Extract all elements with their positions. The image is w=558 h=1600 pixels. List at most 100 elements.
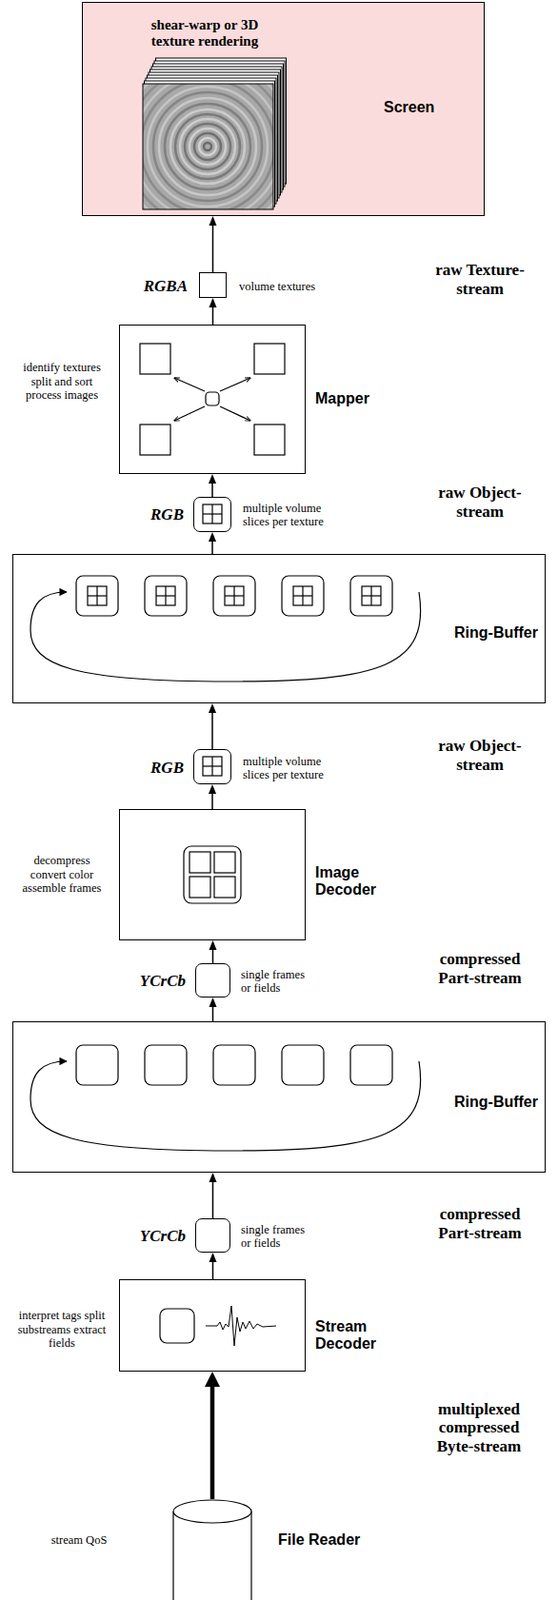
object-item: RGBmultiple volume slices per textureraw… <box>193 497 232 533</box>
layout-art <box>139 424 171 456</box>
flow-arrow <box>209 1173 218 1219</box>
arrow-head <box>204 1372 220 1388</box>
layout-art <box>189 876 211 898</box>
color-space: RGB <box>150 758 184 778</box>
layout-art <box>219 378 251 392</box>
layout-art <box>202 765 222 767</box>
stream-name: multiplexed compressed Byte-stream <box>419 1400 539 1457</box>
layout-art <box>361 586 381 606</box>
arrow-shaft <box>212 305 215 325</box>
layout-art <box>159 98 257 196</box>
layout-art <box>142 83 274 210</box>
process-box: decompress convert color assemble frames… <box>119 809 306 941</box>
ring-buffer: Ring-Buffer <box>12 554 546 704</box>
color-space: RGB <box>150 505 184 525</box>
layout-art <box>76 576 119 617</box>
slice-frame <box>142 83 274 210</box>
component-name: Ring-Buffer <box>454 1094 539 1112</box>
layout-art <box>293 595 313 597</box>
layout-art <box>144 1045 187 1086</box>
component-name: File Reader <box>278 1532 360 1550</box>
layout-art <box>142 83 274 210</box>
arrow-head <box>208 532 217 542</box>
layout-art <box>350 576 393 617</box>
layout-art <box>164 103 251 190</box>
arrow-head <box>209 1253 218 1263</box>
layout-art <box>156 595 176 597</box>
flow-arrow <box>208 532 217 555</box>
layout-art <box>214 876 236 898</box>
screen-ground <box>81 1 485 217</box>
arrow-head <box>209 940 218 951</box>
object-item: RGBmultiple volume slices per textureraw… <box>193 749 232 785</box>
screen-box: shear-warp or 3D texture renderingScreen <box>81 1 485 217</box>
color-space: YCrCb <box>139 1227 186 1247</box>
flow-arrow <box>208 784 217 810</box>
decoder-art <box>183 846 241 904</box>
arrow-shaft <box>211 792 214 810</box>
node-note: multiple volume slices per texture <box>242 755 339 783</box>
node-note: volume textures <box>239 279 316 294</box>
layout-art <box>142 83 274 210</box>
node-note: single frames or fields <box>240 968 313 997</box>
layout-art <box>142 83 274 210</box>
flow-arrow <box>209 940 218 964</box>
arrow-head <box>208 703 217 714</box>
layout-art <box>159 1309 195 1344</box>
layout-art <box>174 378 205 392</box>
node-note: interpret tags split substreams extract … <box>17 1309 108 1351</box>
layout-art <box>189 128 226 165</box>
layout-art <box>281 576 324 617</box>
layout-art <box>202 513 222 515</box>
stream-name: raw Texture-stream <box>420 260 540 299</box>
part-item: YCrCbsingle frames or fieldscompressed P… <box>195 963 231 998</box>
flow-arrow <box>209 1253 218 1280</box>
node-note: multiple volume slices per texture <box>242 501 339 530</box>
arrow-head <box>209 298 218 308</box>
buffer-slot <box>76 1045 393 1086</box>
layout-art <box>172 1512 174 1600</box>
layout-art <box>205 392 220 406</box>
component-name: Screen <box>383 99 435 117</box>
stream-name: compressed Part-stream <box>420 950 540 988</box>
layout-art <box>87 595 107 597</box>
layout-art <box>254 343 285 375</box>
arrow-shaft <box>211 539 214 555</box>
arrow-shaft <box>210 1384 216 1500</box>
layout-art <box>144 576 187 617</box>
layout-art <box>350 1045 393 1086</box>
flow-arrow <box>204 1372 220 1500</box>
part-item: YCrCbsingle frames or fieldscompressed P… <box>195 1218 231 1254</box>
flow-arrow <box>209 997 218 1022</box>
component-name: Stream Decoder <box>315 1318 387 1355</box>
layout-art <box>156 586 176 606</box>
arrow-head <box>209 216 218 226</box>
layout-art <box>153 92 262 201</box>
layout-art <box>173 1500 252 1524</box>
layout-art <box>224 586 244 606</box>
stream-name: compressed Part-stream <box>420 1205 540 1243</box>
layout-art <box>174 406 205 421</box>
flow-arrow <box>209 216 218 273</box>
layout-art <box>213 1045 256 1086</box>
layout-art <box>219 406 251 421</box>
stream-art <box>159 1306 277 1347</box>
texture-item: RGBAvolume texturesraw Texture-stream <box>199 272 227 299</box>
layout-art <box>254 424 285 456</box>
color-space: RGBA <box>143 277 188 297</box>
layout-art <box>179 119 236 175</box>
layout-art <box>213 576 256 617</box>
file-reader: stream QoSFile Reader <box>173 1499 252 1600</box>
layout-art <box>175 114 240 180</box>
layout-art <box>281 1045 324 1086</box>
grid-icon <box>202 504 222 777</box>
layout-art <box>250 1512 252 1600</box>
ring-loop <box>30 1061 421 1152</box>
mapper-art <box>139 343 285 456</box>
arrow-shaft <box>211 711 214 750</box>
component-name: Image Decoder <box>315 864 387 900</box>
layout-art <box>199 138 217 156</box>
layout-art <box>87 586 107 606</box>
